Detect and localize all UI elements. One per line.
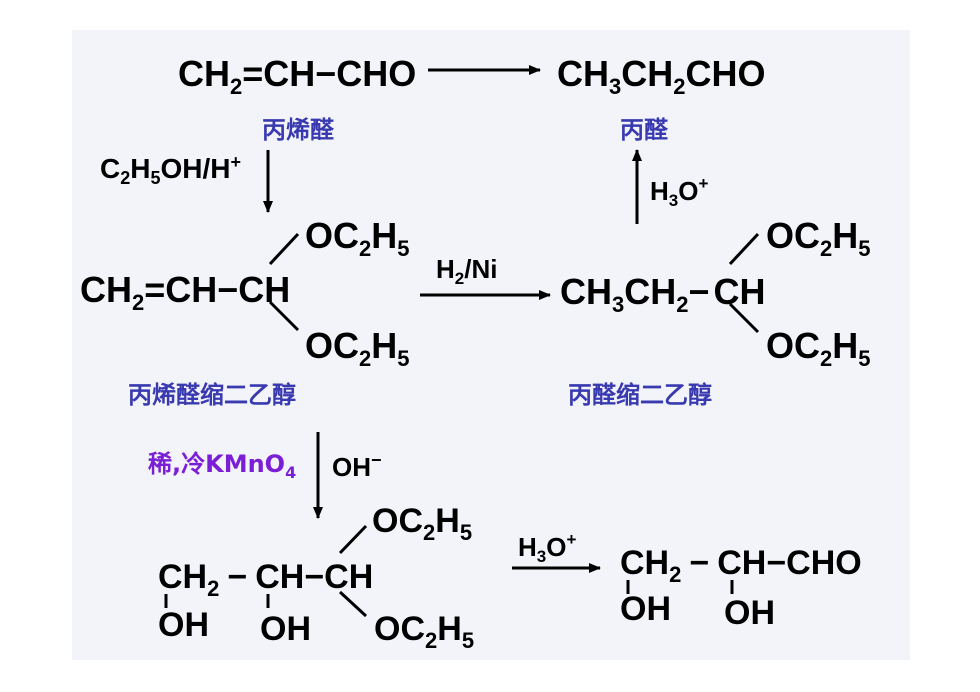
bond-upper-2: [728, 232, 760, 266]
reagent-h3o-bottom: H3O+: [518, 530, 576, 566]
bond-lower-3: [338, 590, 368, 618]
oc2h5-upper-1: OC2H5: [305, 215, 410, 261]
acrolein-acetal-name: 丙烯醛缩二乙醇: [128, 381, 296, 409]
reagent-ethanol-acid: C2H5OH/H+: [100, 152, 241, 188]
oc2h5-lower-3: OC2H5: [374, 610, 474, 653]
acrolein-formula: CH2=CH−CHO: [178, 53, 416, 99]
glyceraldehyde-oh-1: OH: [620, 590, 671, 628]
bond-lower: [268, 300, 300, 332]
diol-oh-1: OH: [158, 606, 209, 644]
reagent-hydroxide: OH−: [332, 450, 382, 482]
oc2h5-upper-3: OC2H5: [372, 502, 472, 545]
glyceraldehyde-formula: CH2−CH−CHO: [620, 544, 862, 587]
oc2h5-upper-2: OC2H5: [766, 215, 871, 261]
diol-oh-2: OH: [260, 610, 311, 648]
bond-lower-2: [728, 302, 760, 334]
bond-upper: [268, 232, 300, 266]
bond-upper-3: [338, 524, 368, 555]
propanal-name: 丙醛: [620, 116, 669, 144]
reagent-h2-ni: H2/Ni: [436, 254, 497, 288]
propanal-formula: CH3CH2CHO: [557, 53, 766, 99]
reagent-h3o-top: H3O+: [650, 174, 708, 210]
reagent-kmno4: 稀,冷KMnO4: [148, 450, 296, 482]
oc2h5-lower-2: OC2H5: [766, 325, 871, 371]
oc2h5-lower-1: OC2H5: [305, 325, 410, 371]
diol-acetal-formula: CH2−CH−CH: [158, 558, 373, 601]
glyceraldehyde-oh-2: OH: [724, 594, 775, 632]
diagram-panel: [72, 30, 910, 660]
acrolein-name: 丙烯醛: [262, 116, 335, 144]
propanal-acetal-formula: CH3CH2−CH: [560, 271, 766, 317]
propanal-acetal-name: 丙醛缩二乙醇: [568, 381, 712, 409]
acrolein-acetal-formula: CH2=CH−CH: [80, 269, 290, 315]
